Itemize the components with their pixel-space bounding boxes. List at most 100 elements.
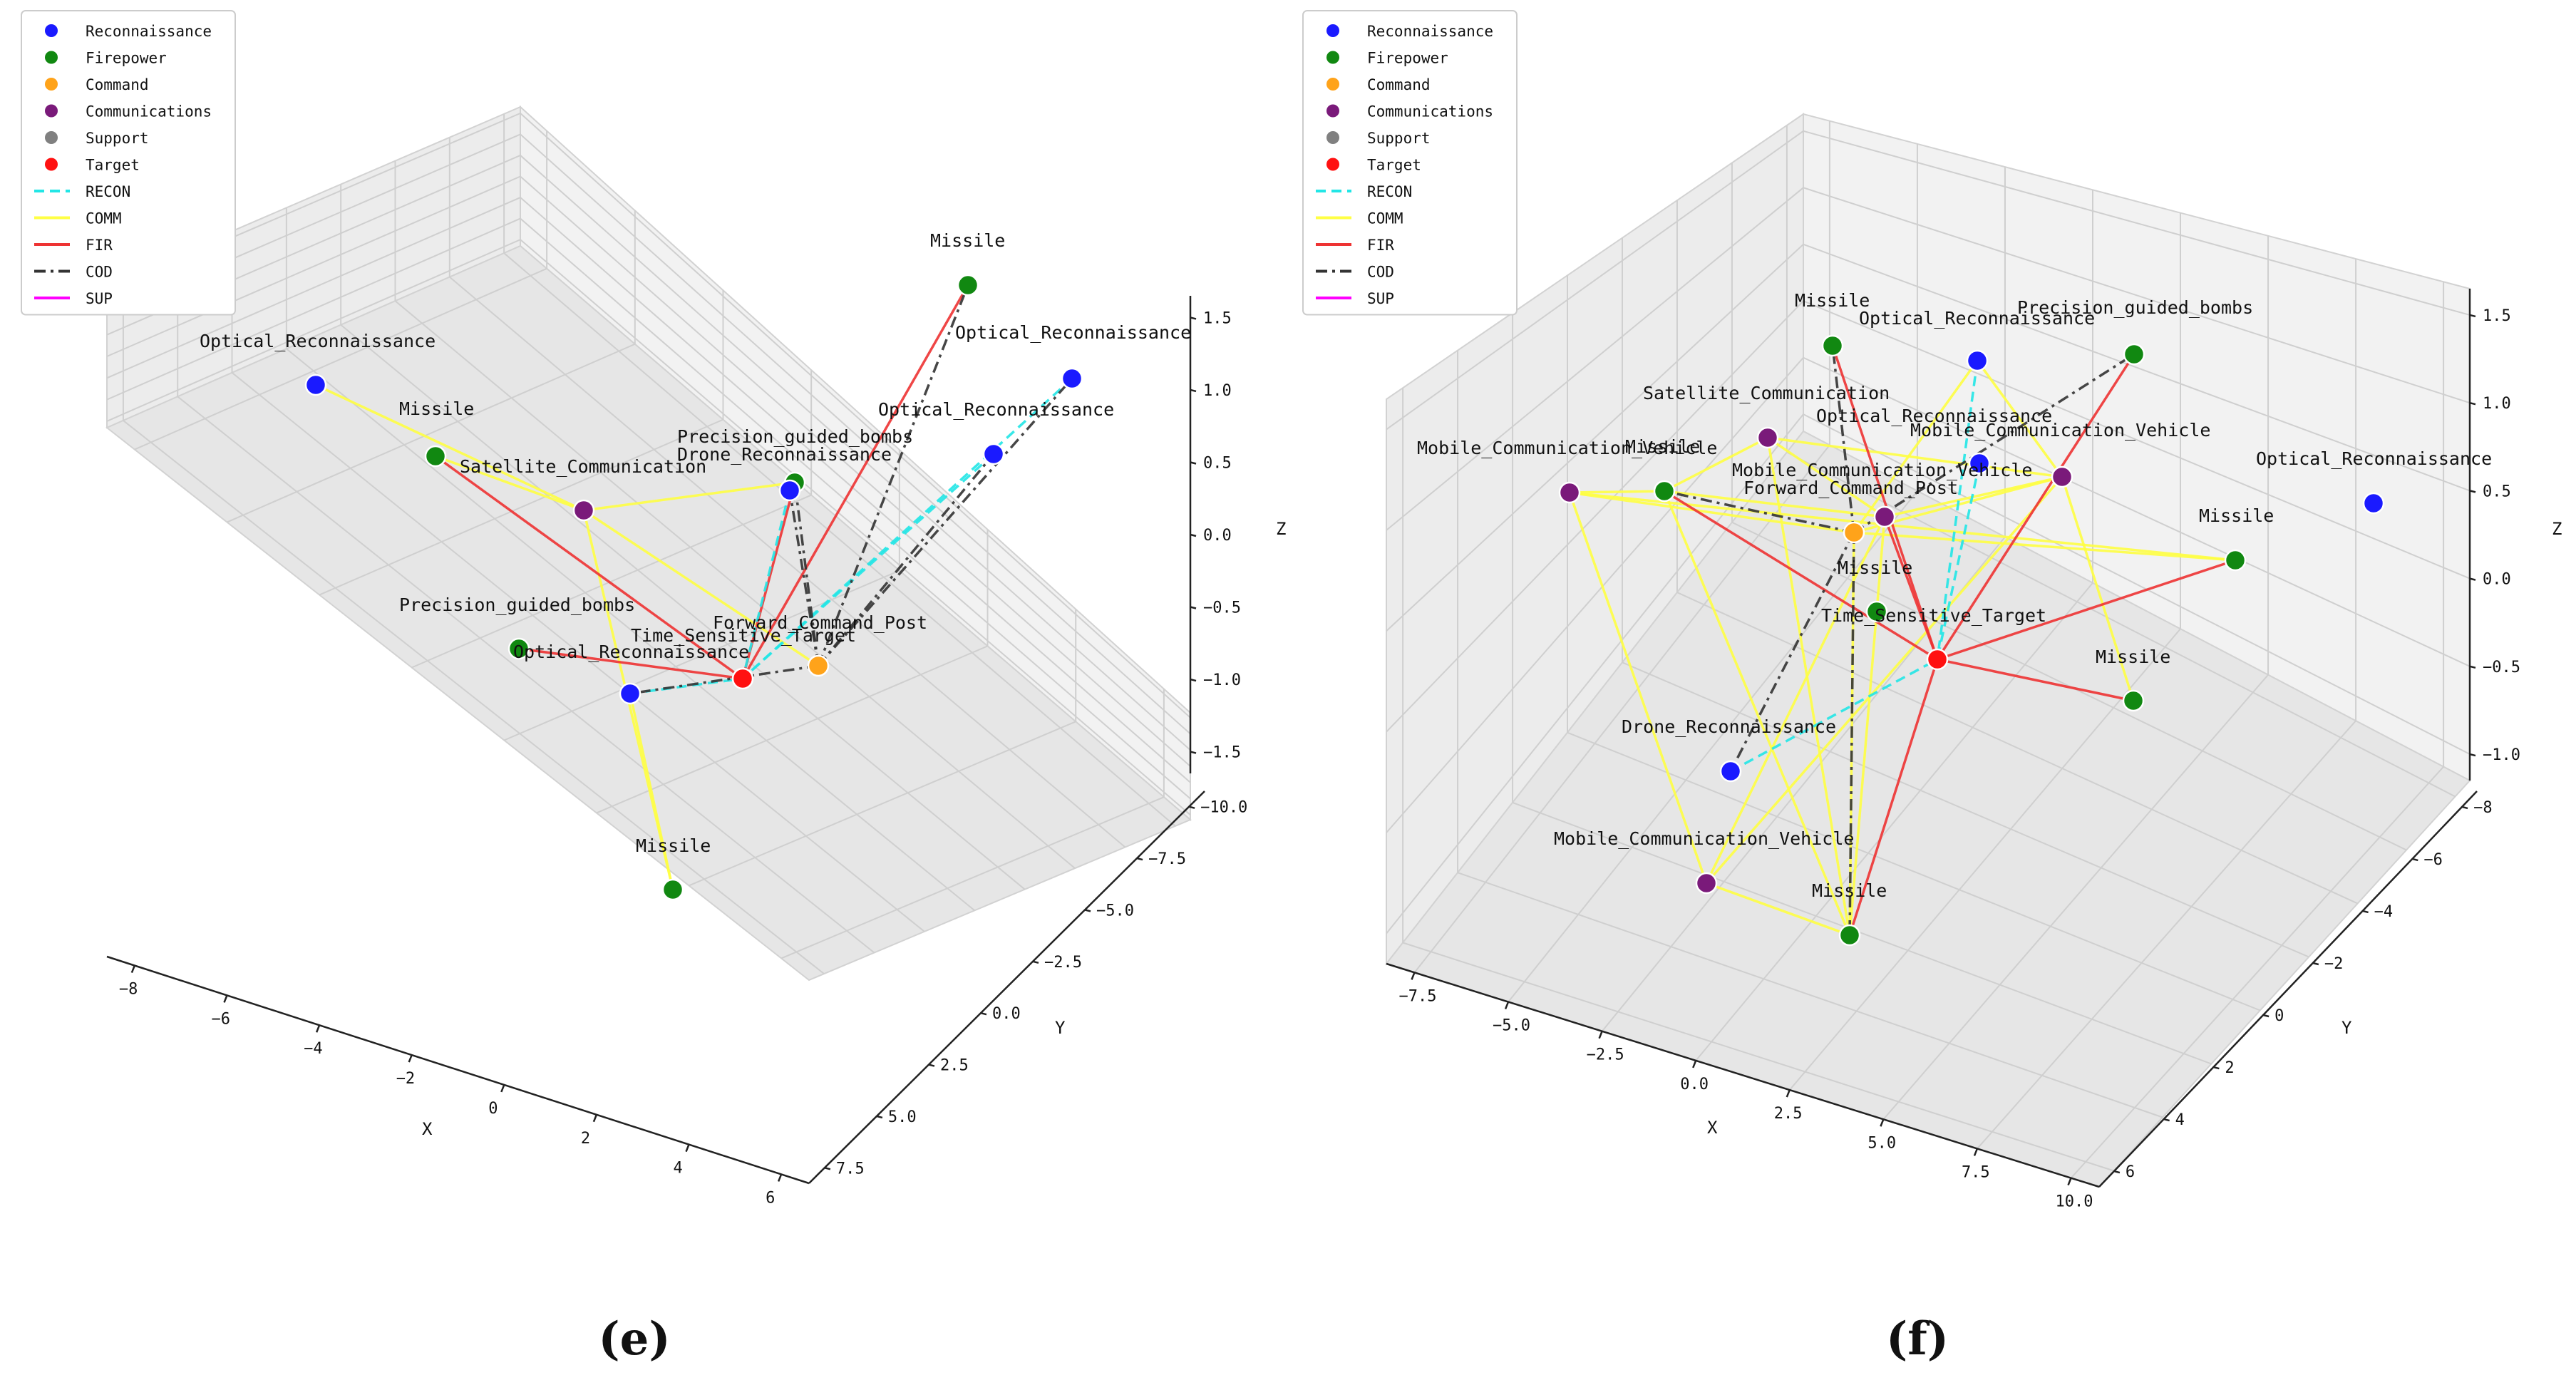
wall-grid-line-z — [1386, 300, 2471, 733]
z-tick-label: −0.5 — [2483, 659, 2520, 676]
edge-comm — [1848, 516, 1886, 936]
z-tick-mark — [2469, 314, 2476, 318]
edge-cod — [817, 284, 969, 666]
legend-label: COD — [1367, 264, 1394, 281]
node-label: Satellite_Communication — [1643, 383, 1890, 403]
legend-marker-target — [45, 158, 58, 171]
floor-grid-line-x — [1413, 444, 1830, 973]
z-tick-label: −1.0 — [1203, 671, 1241, 689]
x-axis-line — [1386, 962, 2100, 1188]
node-label: Mobile_Communication_Vehicle — [1417, 438, 1717, 458]
floor-grid-line-x — [1977, 720, 2356, 1150]
wall-grid-line-z — [106, 217, 1191, 800]
edge-cod — [817, 453, 995, 667]
legend-label: Target — [1367, 157, 1421, 174]
x-tick-label: −2.5 — [1587, 1046, 1624, 1064]
node-label: Missile — [636, 835, 711, 856]
floor-grid-line-y — [1457, 872, 2163, 1118]
x-tick-mark — [408, 1054, 413, 1063]
node-label: Missile — [930, 230, 1005, 251]
z-tick-label: −1.5 — [1203, 744, 1241, 762]
x-tick-label: −4 — [304, 1040, 323, 1058]
panel-caption: (f) — [1886, 1312, 1949, 1366]
x-tick-mark — [1880, 1118, 1885, 1127]
legend-label: COMM — [1367, 210, 1403, 227]
edge-comm — [1569, 490, 1665, 494]
y-tick-label: 2.5 — [940, 1057, 969, 1075]
floor-grid-line-y — [394, 300, 1076, 869]
floor-pane — [105, 244, 1192, 982]
x-tick-label: −6 — [211, 1010, 230, 1028]
z-tick-label: 0.0 — [2483, 571, 2511, 589]
x-tick-mark — [500, 1084, 505, 1093]
chart-panel-e: −8−6−4−20246X7.55.02.50.0−2.5−5.0−7.5−10… — [21, 10, 1286, 1366]
y-tick-mark — [2412, 858, 2418, 862]
node-command — [807, 654, 830, 677]
x-tick-label: −7.5 — [1398, 987, 1436, 1005]
edge-cod — [1848, 532, 1855, 936]
legend-label: Firepower — [1367, 50, 1448, 67]
y-tick-mark — [2163, 1118, 2170, 1122]
y-tick-label: −2 — [2324, 955, 2344, 973]
edge-cod — [1853, 353, 2135, 534]
edge-comm — [1568, 492, 1708, 884]
floor-grid-line-y — [340, 324, 1026, 890]
x-tick-mark — [315, 1024, 321, 1033]
edge-comm — [1853, 531, 2236, 562]
y-tick-mark — [2213, 1066, 2220, 1070]
y-axis-title: Y — [1055, 1018, 1066, 1038]
edge-fir — [1937, 658, 2134, 702]
z-tick-mark — [2469, 490, 2476, 493]
node-reconnaissance — [2362, 492, 2385, 515]
x-axis-line — [106, 955, 810, 1185]
y-tick-label: −10.0 — [1200, 799, 1247, 817]
floor-grid-line-x — [1508, 490, 1918, 1003]
floor-grid-line-y — [449, 276, 1126, 848]
x-tick-label: 4 — [674, 1160, 683, 1178]
z-tick-mark — [1190, 678, 1197, 682]
legend-label: SUP — [1367, 290, 1394, 307]
x-axis-title: X — [1707, 1118, 1718, 1138]
y-tick-label: 2 — [2225, 1059, 2234, 1077]
floor-grid-line-x — [227, 343, 636, 523]
wall-grid-line-z — [106, 196, 1191, 783]
z-tick-mark — [1190, 461, 1197, 465]
x-tick-mark — [685, 1144, 690, 1153]
wall-grid-line-z — [106, 154, 1191, 751]
legend-label: FIR — [86, 237, 113, 254]
y-tick-mark — [824, 1167, 831, 1170]
wall-grid-line-z — [106, 112, 1191, 719]
node-label: Forward_Command_Post — [713, 612, 927, 633]
floor-grid-line-y — [1512, 801, 2212, 1065]
panel-caption: (e) — [598, 1312, 670, 1366]
y-tick-mark — [1136, 857, 1143, 861]
legend-label: COMM — [86, 210, 122, 227]
y-tick-mark — [1188, 805, 1195, 809]
edge-cod — [629, 664, 819, 695]
edge-recon — [1936, 360, 1979, 660]
x-tick-label: −8 — [119, 981, 138, 999]
z-tick-mark — [2469, 753, 2476, 757]
legend-label: Target — [86, 157, 140, 174]
floor-grid-line-y — [1567, 731, 2261, 1011]
legend-label: COD — [86, 264, 113, 281]
node-label: Optical_Reconnaissance — [2256, 448, 2492, 469]
floor-grid-line-x — [780, 796, 1165, 959]
node-label: Mobile_Communication_Vehicle — [1732, 460, 2032, 480]
node-communications — [572, 499, 595, 522]
edge-comm — [435, 455, 584, 512]
z-tick-label: −0.5 — [1203, 599, 1241, 617]
edge-fir — [518, 647, 743, 680]
y-axis-title: Y — [2341, 1018, 2352, 1038]
node-firepower — [1865, 600, 1888, 623]
floor-grid-line-y — [231, 372, 925, 932]
wall-grid-line-z — [1386, 243, 2471, 632]
edge-cod — [793, 482, 820, 666]
floor-grid-line-y — [177, 396, 875, 954]
edge-recon — [741, 377, 1073, 680]
z-tick-mark — [1190, 533, 1197, 537]
y-tick-label: 0.0 — [992, 1005, 1021, 1023]
x-tick-label: 10.0 — [2056, 1193, 2093, 1211]
y-tick-label: −2.5 — [1044, 954, 1082, 972]
